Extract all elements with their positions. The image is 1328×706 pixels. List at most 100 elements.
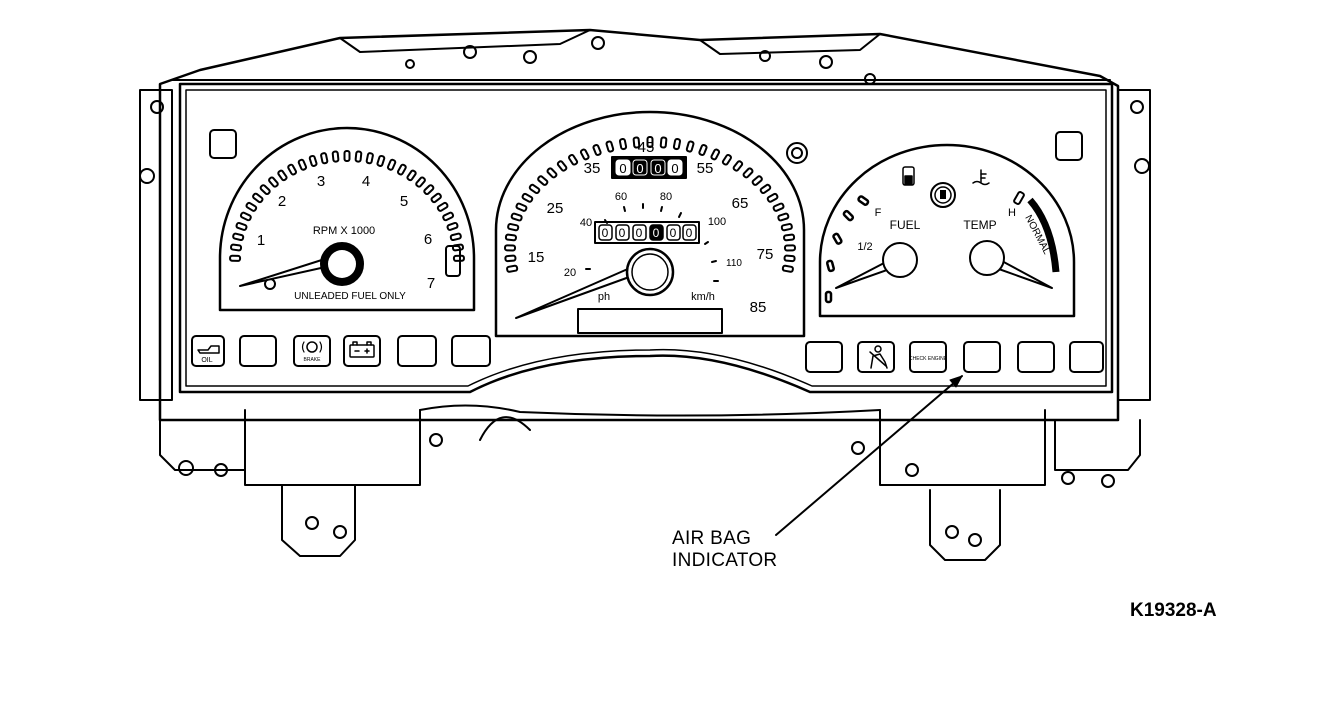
speedometer-tick [537,175,549,186]
speedometer-tick [742,167,754,179]
speedometer-tick [507,223,520,232]
tach-label-5: 5 [400,193,408,210]
tachometer-tick [436,201,449,212]
speedometer-needle-hub [625,247,675,297]
tach-unit-label: RPM X 1000 [313,225,375,237]
speedometer-tick [772,202,785,212]
tachometer-tick [365,152,374,165]
temp-needle-hub [969,240,1005,276]
tach-label-3: 3 [317,173,325,190]
mounting-holes [139,36,1150,547]
warning-lamp-2 [239,335,277,367]
trip-digit-1: 0 [602,226,609,240]
tachometer-tick [430,192,442,204]
seat-belt-lamp [857,341,895,373]
fuel-pump-icon [902,166,915,186]
seat-belt-icon [869,345,888,369]
fuel-needle-hub [882,242,918,278]
tachometer-tick [232,232,245,242]
leader-arrowhead [949,375,963,388]
speedometer-tick [783,233,796,242]
mph-label-45: 45 [638,139,655,156]
check-engine-lamp [909,341,947,373]
tachometer-tick [446,221,459,231]
speedometer-tick [504,244,517,252]
callout-line-2: INDICATOR [672,550,778,571]
tachometer-tick [386,158,397,171]
tach-needle [239,257,331,287]
kmh-label-100: 100 [708,216,726,228]
speedometer-tick [732,160,744,172]
speedometer-tick [506,264,519,273]
tachometer-tick [423,184,435,196]
tachometer-tick [452,254,465,262]
tachometer-tick [268,176,279,188]
speedometer-tick [515,202,528,212]
speedometer-tick [605,140,615,153]
fuel-half-label: 1/2 [857,241,872,253]
tachometer-tick [235,221,248,231]
temp-hot-label: H [1008,207,1016,219]
tachometer-tick [297,158,308,171]
speedometer-tick [528,183,541,195]
tachometer-tick [320,152,329,165]
tach-fuel-note: UNLEADED FUEL ONLY [294,291,406,302]
charging-lamp [343,335,381,367]
tachometer-tick [451,243,464,252]
speedometer-tick [646,136,654,148]
odometer-digit-2: 0 [636,161,643,176]
mph-label-25: 25 [547,200,564,217]
warning-lamp-11 [1017,341,1055,373]
warning-lamp-6 [451,335,491,367]
tachometer-tick-marks [229,150,465,262]
trip-digit-3: 0 [636,226,643,240]
tach-label-7: 7 [427,275,435,292]
tachometer-tick [308,154,318,167]
odometer-digit-4: 0 [671,161,678,176]
lens-frame [178,82,1114,394]
speedometer-tick [556,160,568,172]
speedometer-tick [710,148,721,161]
kmh-label-80: 80 [660,191,672,203]
tachometer-tick [230,243,243,252]
kmh-unit-label: km/h [691,291,715,303]
speedometer-tick [504,233,517,242]
mph-label-75: 75 [757,246,774,263]
fuel-temp-gauge: F 1/2 FUEL TEMP H NORMAL [818,143,1076,318]
tachometer-tick [442,211,455,222]
trip-digit-6: 0 [686,226,693,240]
speedometer-tick [777,212,790,222]
tach-label-6: 6 [424,231,432,248]
trip-digit-5: 0 [670,226,677,240]
mph-label-15: 15 [528,249,545,266]
speedometer-tick-marks [504,136,796,273]
tachometer-tick [343,150,351,162]
check-engine-lamp-label: CHECK ENGINE [909,356,948,362]
odometer-digit-1: 0 [619,161,626,176]
temp-label: TEMP [963,218,996,232]
speedometer-tick [698,144,708,156]
warning-lamp-5 [397,335,437,367]
speedometer-tick [510,212,523,222]
battery-icon [349,341,375,358]
oil-lamp-label: OIL [201,357,212,364]
trip-odometer-digits: 0 0 0 0 0 0 [598,224,697,241]
mph-label-35: 35 [584,160,601,177]
speedometer-tick [759,183,772,195]
speedometer-tick [521,192,534,203]
speedometer-tick [751,175,763,186]
speedometer-tick [781,264,794,273]
tachometer-tick [245,201,258,212]
air-bag-leader-line [775,375,963,536]
trip-digit-2: 0 [619,226,626,240]
tachometer-tick [354,150,363,163]
tachometer-tick [229,254,242,262]
kmh-label-40: 40 [580,217,592,229]
speedometer-gauge: 15 25 35 45 55 65 75 85 20 40 60 80 100 … [494,110,806,338]
speedometer-tick [783,254,796,263]
speedometer-tick [766,192,779,203]
temp-needle [995,259,1053,289]
speedometer-tick [721,153,732,166]
brake-lamp-label: BRAKE [304,357,322,363]
